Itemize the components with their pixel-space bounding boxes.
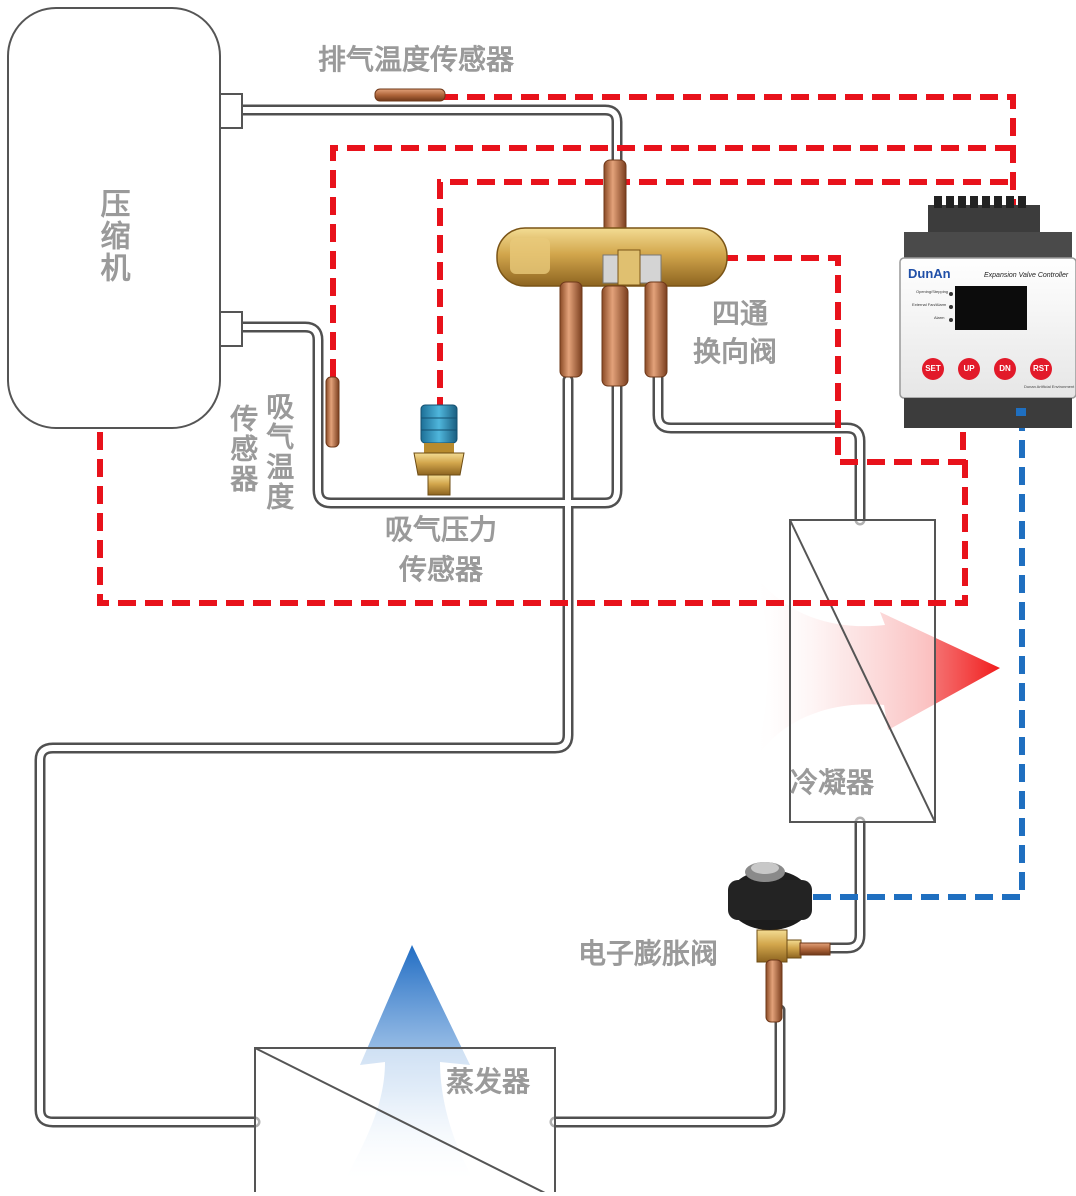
controller-rst-button[interactable]: RST <box>1033 364 1049 373</box>
controller-indicator-3: Alarm <box>934 315 945 320</box>
discharge-temp-sensor <box>374 88 446 102</box>
controller-indicator-2: External Fan/Alarm <box>912 302 947 307</box>
electronic-expansion-valve-label: 电子膨胀阀 <box>578 937 719 970</box>
controller-footer: Dunan Artificial Environment <box>1024 384 1075 389</box>
controller-set-button[interactable]: SET <box>925 364 941 373</box>
suction-temp-sensor <box>325 376 340 448</box>
signal-wires-red <box>97 94 1016 606</box>
controller-indicator-1: Opening/Stepping <box>916 289 949 294</box>
four-way-valve <box>496 159 728 387</box>
suction-pressure-sensor <box>413 404 465 496</box>
controller-dn-button[interactable]: DN <box>999 364 1011 373</box>
compressor <box>7 7 243 429</box>
controller-title: Expansion Valve Controller <box>984 272 1069 279</box>
electronic-expansion-valve <box>728 862 831 1023</box>
controller-up-button[interactable]: UP <box>963 364 975 373</box>
discharge-temp-sensor-label: 排气温度传感器 <box>318 43 515 76</box>
compressor-label: 压缩机 <box>94 188 130 284</box>
suction-pressure-sensor-label-line1: 吸气压力 <box>384 513 497 546</box>
suction-temp-sensor-label-line2: 传感器 <box>226 404 260 494</box>
refrigerant-pipes <box>34 104 866 1128</box>
four-way-valve-label-line1: 四通 <box>711 297 768 330</box>
suction-temp-sensor-label-line1: 吸气温度 <box>262 392 296 512</box>
suction-pressure-sensor-label-line2: 传感器 <box>398 553 483 586</box>
expansion-valve-controller <box>899 196 1076 428</box>
signal-wire-blue <box>805 413 1025 900</box>
controller-brand: DunAn <box>908 266 951 281</box>
evaporator <box>254 1047 556 1196</box>
four-way-valve-label-line2: 换向阀 <box>692 335 777 368</box>
condenser <box>789 519 936 823</box>
condenser-label: 冷凝器 <box>790 766 875 799</box>
evaporator-label: 蒸发器 <box>446 1065 531 1098</box>
